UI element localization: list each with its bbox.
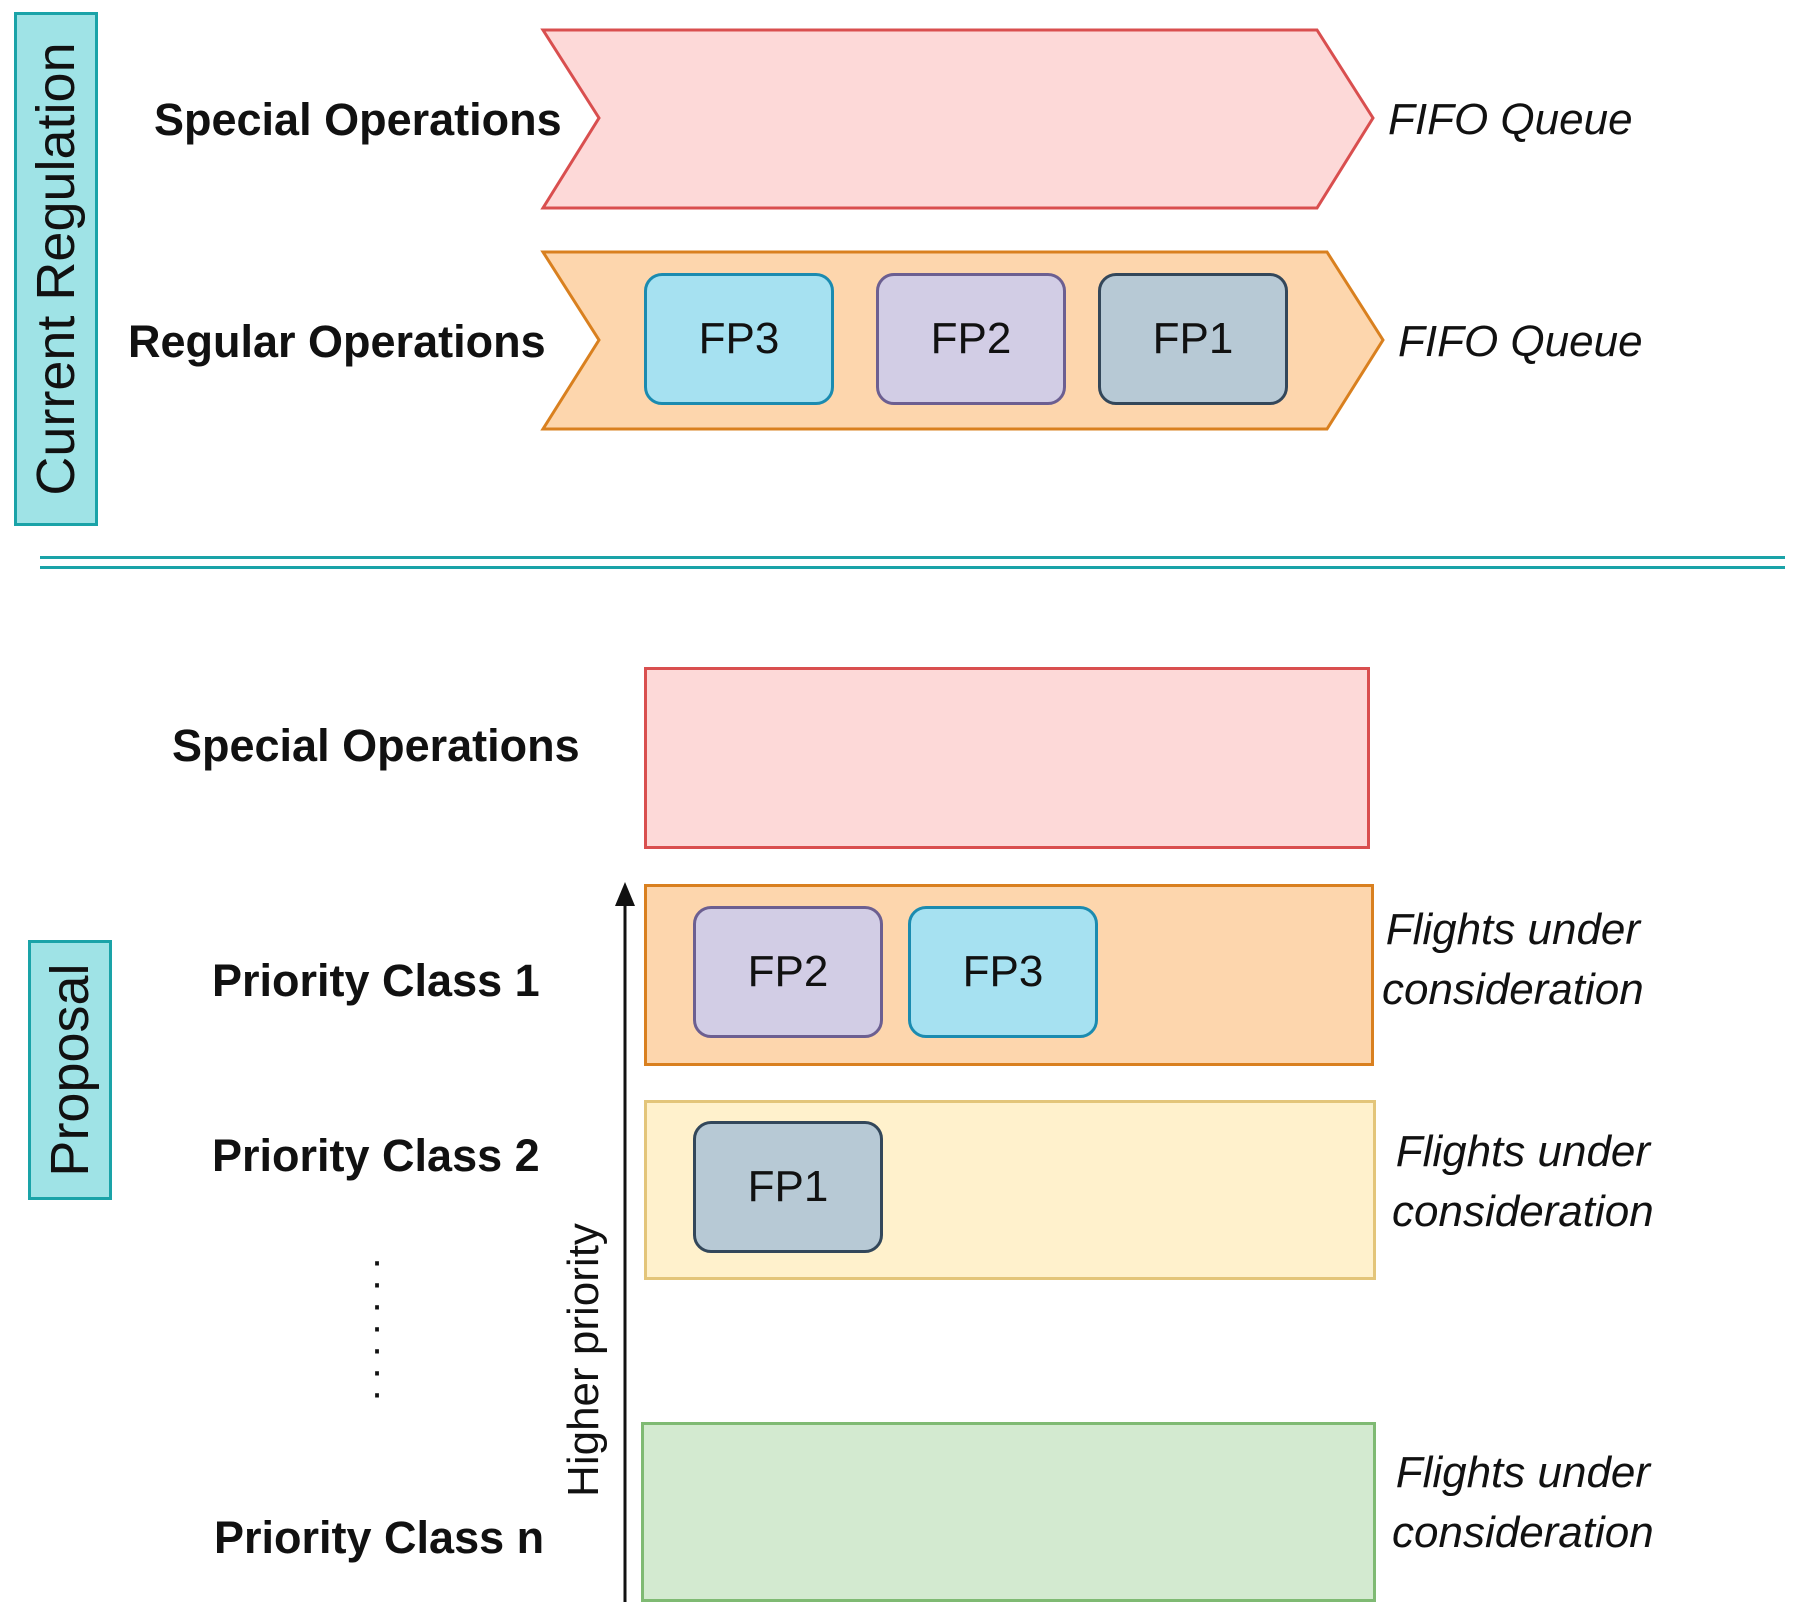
priority-class-1-label: Priority Class 1 — [212, 955, 540, 1006]
flight-plan-fp3[interactable]: FP3 — [644, 273, 834, 405]
class-2-note: Flights under consideration — [1392, 1122, 1654, 1242]
class-n-note-line-2: consideration — [1392, 1508, 1654, 1557]
flight-plan-fp1[interactable]: FP1 — [1098, 273, 1288, 405]
class-2-note-line-1: Flights under — [1395, 1127, 1651, 1176]
ellipsis-dots: ······· — [370, 1239, 384, 1415]
section-divider — [40, 556, 1785, 559]
class-1-note-line-2: consideration — [1382, 965, 1644, 1014]
class-1-note: Flights under consideration — [1382, 900, 1644, 1020]
flight-plan-fp2-class1[interactable]: FP2 — [693, 906, 883, 1038]
class-1-note-line-1: Flights under — [1385, 905, 1641, 954]
special-operations-lane — [540, 28, 1375, 210]
current-regulation-section-label: Current Regulation — [14, 12, 98, 526]
proposal-special-operations-label: Special Operations — [172, 720, 580, 771]
priority-class-2-label: Priority Class 2 — [212, 1130, 540, 1181]
proposal-section-label: Proposal — [28, 940, 112, 1200]
fifo-queue-label-regular: FIFO Queue — [1398, 317, 1643, 366]
higher-priority-arrow — [615, 882, 635, 1602]
flight-plan-fp1-class2[interactable]: FP1 — [693, 1121, 883, 1253]
current-regular-operations-label: Regular Operations — [128, 316, 546, 367]
priority-class-n-lane — [641, 1422, 1376, 1602]
higher-priority-label: Higher priority — [559, 1223, 608, 1497]
current-special-operations-label: Special Operations — [154, 94, 562, 145]
class-n-note-line-1: Flights under — [1395, 1448, 1651, 1497]
flight-plan-fp3-class1[interactable]: FP3 — [908, 906, 1098, 1038]
proposal-special-operations-lane — [644, 667, 1370, 849]
fifo-queue-label-special: FIFO Queue — [1388, 95, 1633, 144]
class-n-note: Flights under consideration — [1392, 1443, 1654, 1563]
section-divider-second — [40, 566, 1785, 569]
proposal-text: Proposal — [40, 963, 100, 1177]
class-2-note-line-2: consideration — [1392, 1187, 1654, 1236]
flight-plan-fp2[interactable]: FP2 — [876, 273, 1066, 405]
priority-class-n-label: Priority Class n — [214, 1512, 545, 1563]
